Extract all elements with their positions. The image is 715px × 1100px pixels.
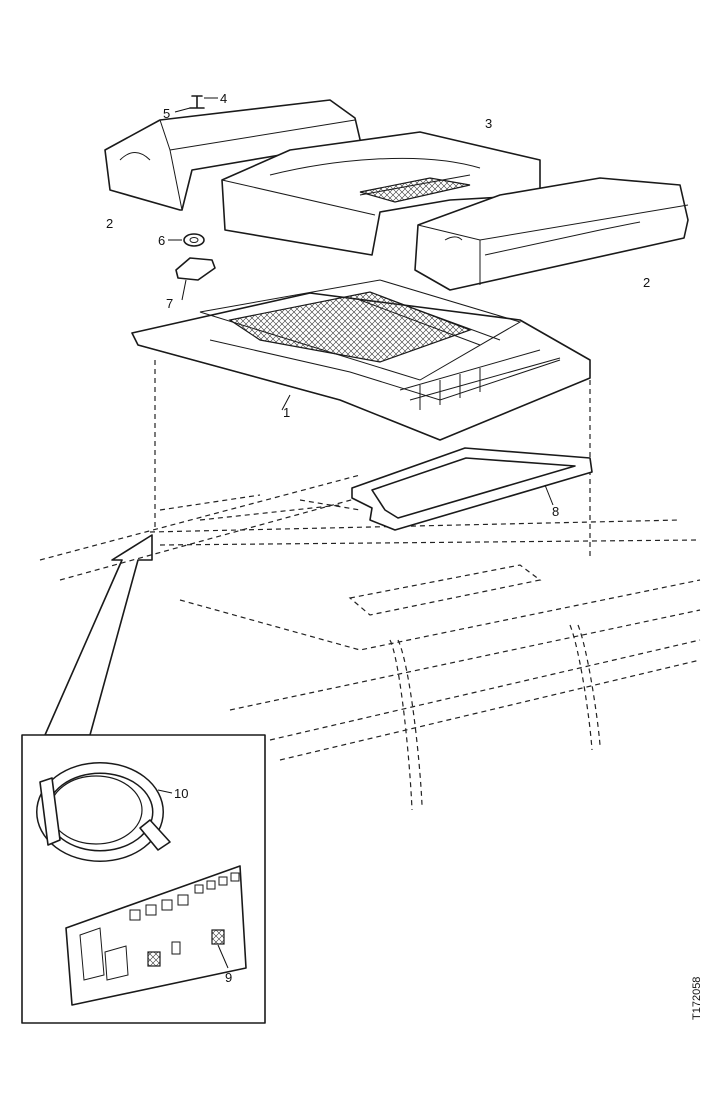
callout-3: 3 [485, 116, 492, 131]
callout-8: 8 [552, 504, 559, 519]
callout-2-right: 2 [643, 275, 650, 290]
part-8-gasket-frame [351, 447, 593, 531]
callout-6: 6 [158, 233, 165, 248]
callout-2-left: 2 [106, 216, 113, 231]
callout-10: 10 [174, 786, 188, 801]
part-7-bracket [175, 257, 216, 301]
callout-1: 1 [283, 405, 290, 420]
callout-labels: 1 2 2 3 4 5 6 7 8 9 10 [106, 91, 650, 985]
callout-5: 5 [163, 106, 170, 121]
part-2-right-cover [414, 177, 689, 291]
part-1-base-unit [131, 279, 591, 441]
inset-pointer-arrow [44, 534, 153, 736]
part-10-hose-coil [36, 762, 173, 862]
part-3-center-cover [221, 131, 541, 256]
part-4-5-fastener [174, 95, 218, 113]
callout-4: 4 [220, 91, 227, 106]
figure-code: T172058 [691, 977, 703, 1020]
callout-7: 7 [166, 296, 173, 311]
callout-9: 9 [225, 970, 232, 985]
part-9-control-panel [65, 865, 247, 1006]
part-6-nut [168, 233, 205, 247]
